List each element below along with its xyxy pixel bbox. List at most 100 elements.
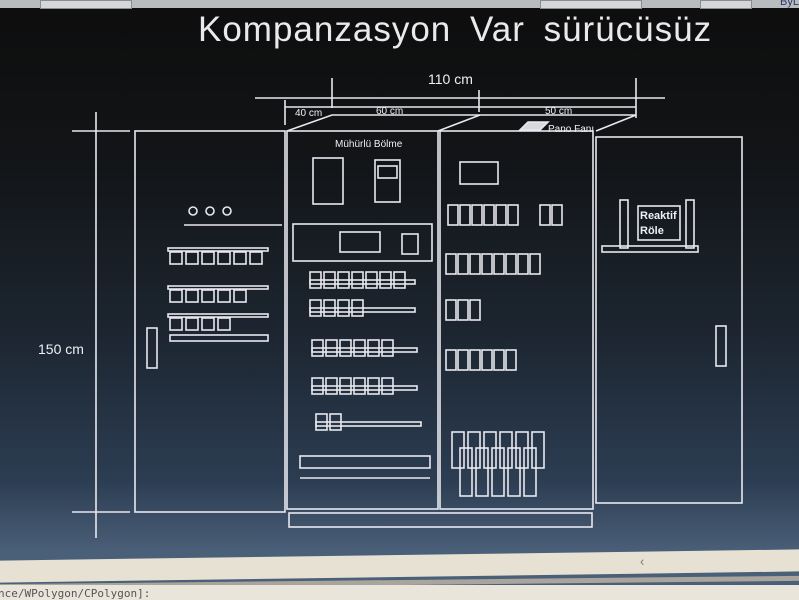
contactor-icon xyxy=(481,253,493,275)
breaker-icon xyxy=(353,377,366,395)
relay-label-1: Reaktif xyxy=(640,210,677,222)
command-line-text: nce/WPolygon/CPolygon]: xyxy=(0,587,151,600)
contactor-icon xyxy=(507,204,519,226)
breaker-icon xyxy=(337,299,350,317)
capacitor-icon xyxy=(523,447,537,497)
dimension-height: 150 cm xyxy=(38,112,130,538)
dim-60-label: 60 cm xyxy=(376,106,403,117)
fuse-icon xyxy=(201,317,215,331)
left-cabinet-door xyxy=(134,130,286,513)
din-rail xyxy=(167,285,269,290)
contactor-icon xyxy=(539,204,551,226)
breaker-icon xyxy=(353,339,366,357)
drawing-title: Kompanzasyon Var sürücüsüz xyxy=(198,10,713,49)
capacitor-icon xyxy=(531,431,545,469)
breaker-icon xyxy=(329,413,342,431)
breaker-icon xyxy=(337,271,350,289)
fuse-icon xyxy=(201,251,215,265)
fan-icon xyxy=(518,121,550,131)
contactor-icon xyxy=(505,253,517,275)
meter-icon xyxy=(312,157,344,205)
capacitor-icon xyxy=(475,447,489,497)
dim-50-label: 50 cm xyxy=(545,106,572,117)
capacitor-icon xyxy=(483,431,497,469)
fuse-icon xyxy=(217,289,231,303)
command-line[interactable]: nce/WPolygon/CPolygon]: xyxy=(0,585,799,600)
contactor-icon xyxy=(445,253,457,275)
fuse-icon xyxy=(233,289,247,303)
cad-drawing-canvas[interactable]: 110 cm 40 cm 60 cm 50 cm 150 cm Pano Fan… xyxy=(0,0,799,560)
cabinet-base xyxy=(288,512,593,528)
contactor-icon xyxy=(457,299,469,321)
contactor-icon xyxy=(469,253,481,275)
din-rail xyxy=(167,247,269,252)
contactor-icon xyxy=(445,349,457,371)
dim-total-label: 110 cm xyxy=(428,71,473,87)
dim-40-label: 40 cm xyxy=(295,108,322,119)
capacitor-icon xyxy=(515,431,529,469)
breaker-icon xyxy=(379,271,392,289)
breaker-icon xyxy=(311,339,324,357)
contactor-icon xyxy=(493,253,505,275)
contactor-icon xyxy=(517,253,529,275)
capacitor-icon xyxy=(507,447,521,497)
contactor-icon xyxy=(471,204,483,226)
breaker-icon xyxy=(315,413,328,431)
layer-dropdown[interactable] xyxy=(540,0,642,9)
capacitor-icon xyxy=(467,431,481,469)
contactor-icon xyxy=(529,253,541,275)
sealed-compartment-label: Mühürlü Bölme xyxy=(335,139,403,150)
contactor-icon xyxy=(551,204,563,226)
contactor-icon xyxy=(483,204,495,226)
breaker-icon xyxy=(381,377,394,395)
capacitor-icon xyxy=(459,447,473,497)
din-rail xyxy=(315,421,422,427)
din-rail xyxy=(169,334,269,342)
scroll-left-arrow[interactable]: ‹ xyxy=(640,553,645,569)
fuse-icon xyxy=(169,289,183,303)
contactor-icon xyxy=(469,349,481,371)
contactor-icon xyxy=(495,204,507,226)
middle-cabinet: Mühürlü Bölme xyxy=(286,130,439,510)
bylayer-value[interactable]: ByL xyxy=(780,0,799,8)
contactor-icon xyxy=(481,349,493,371)
breaker-icon xyxy=(367,377,380,395)
contactor-icon xyxy=(447,204,459,226)
breaker-icon xyxy=(309,271,322,289)
contactor-icon xyxy=(459,204,471,226)
breaker-icon xyxy=(309,299,322,317)
color-dropdown[interactable] xyxy=(700,0,752,9)
fuse-icon xyxy=(249,251,263,265)
capacitor-icon xyxy=(491,447,505,497)
fan-label: Pano Fanı xyxy=(548,124,594,135)
contactor-icon xyxy=(457,253,469,275)
breaker-icon xyxy=(381,339,394,357)
fuse-icon xyxy=(185,251,199,265)
capacitor-icon xyxy=(451,431,465,469)
contactor-icon xyxy=(505,349,517,371)
breaker-icon xyxy=(339,377,352,395)
breaker-icon xyxy=(325,339,338,357)
capacitor-cabinet xyxy=(439,130,594,510)
relay-label-2: Röle xyxy=(640,225,664,237)
breaker-icon xyxy=(365,271,378,289)
contactor-icon xyxy=(445,299,457,321)
fuse-icon xyxy=(217,317,231,331)
toolbar-dropdown[interactable] xyxy=(40,0,132,9)
breaker-icon xyxy=(351,271,364,289)
breaker-icon xyxy=(325,377,338,395)
fuse-icon xyxy=(233,251,247,265)
capacitor-icon xyxy=(499,431,513,469)
door-handle xyxy=(715,325,727,367)
breaker-icon xyxy=(323,271,336,289)
fuse-icon xyxy=(185,289,199,303)
analyzer-icon xyxy=(374,159,401,203)
breaker-icon xyxy=(367,339,380,357)
breaker-icon xyxy=(323,299,336,317)
cad-toolbar: ByL xyxy=(0,0,799,9)
breaker-icon xyxy=(393,271,406,289)
breaker-icon xyxy=(311,377,324,395)
dimension-top: 110 cm 40 cm 60 cm 50 cm xyxy=(255,71,665,125)
right-cabinet-door: Reaktif Röle xyxy=(595,136,743,504)
fuse-icon xyxy=(201,289,215,303)
